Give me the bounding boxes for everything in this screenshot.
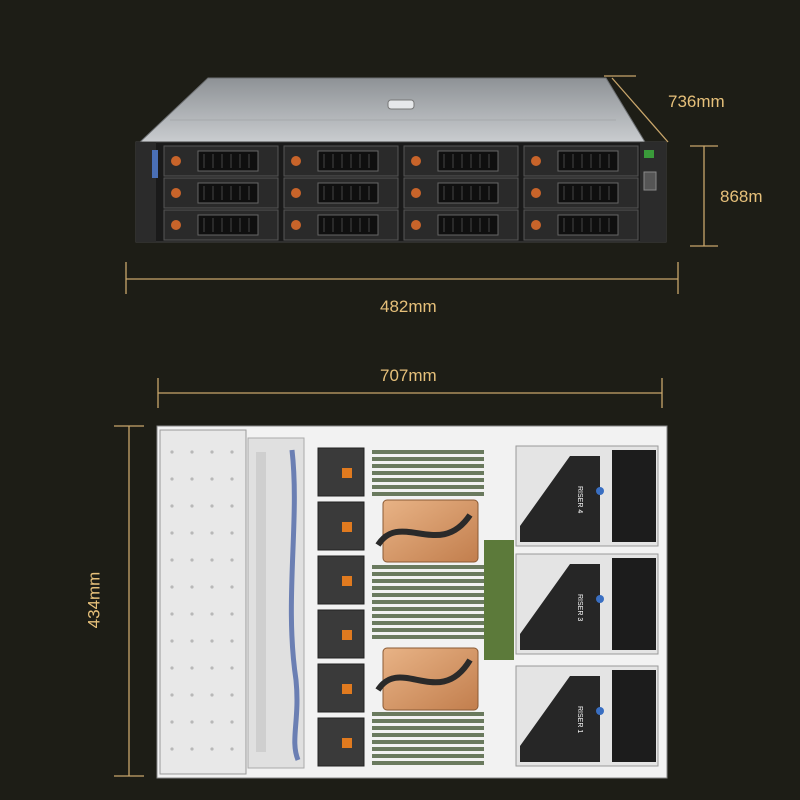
top-dimension-lines [114, 378, 663, 777]
drive-cage-vents [170, 450, 234, 751]
status-led-icon [152, 150, 158, 178]
drive-led-icon [531, 156, 541, 166]
cpu-heatsink-1 [375, 499, 479, 563]
riser-cage: RISER 4 [515, 445, 659, 547]
drive-led-icon [411, 156, 421, 166]
depth-top-label: 707mm [380, 366, 437, 385]
front-dimension-lines [125, 75, 718, 294]
riser-label: RISER 3 [576, 594, 583, 621]
drive-led-icon [171, 156, 181, 166]
drive-bay[interactable] [283, 177, 399, 209]
top-view-server: RISER 4 RISER 3 RISER 1 [156, 425, 668, 779]
drive-bay[interactable] [523, 209, 639, 241]
height-front-label: 868m [720, 187, 763, 206]
fan-module [317, 501, 365, 551]
usb-port-icon[interactable] [643, 171, 657, 191]
riser-latch-icon[interactable] [596, 487, 604, 495]
width-front-label: 482mm [380, 297, 437, 316]
fan-module [317, 555, 365, 605]
riser-cage: RISER 3 [515, 553, 659, 655]
drive-bay[interactable] [403, 177, 519, 209]
drive-led-icon [531, 220, 541, 230]
left-ear [136, 142, 156, 242]
riser-cages: RISER 4 RISER 3 RISER 1 [515, 445, 659, 767]
drive-cage [159, 429, 247, 775]
drive-bay[interactable] [283, 209, 399, 241]
riser-label: RISER 4 [576, 486, 583, 513]
right-ear [640, 142, 666, 242]
fan-module [317, 447, 365, 497]
dimm-banks [372, 450, 484, 765]
drive-bay[interactable] [283, 145, 399, 177]
drive-led-icon [531, 188, 541, 198]
fan-module [317, 609, 365, 659]
drive-bay[interactable] [163, 145, 279, 177]
drive-bay-grid [163, 145, 639, 241]
drive-led-icon [291, 188, 301, 198]
riser-latch-icon[interactable] [596, 707, 604, 715]
drive-bay[interactable] [163, 209, 279, 241]
drive-bay[interactable] [523, 177, 639, 209]
power-button-icon[interactable] [644, 150, 654, 158]
drive-led-icon [291, 156, 301, 166]
riser-cage: RISER 1 [515, 665, 659, 767]
fan-module [317, 663, 365, 713]
cpu-heatsink-2 [375, 647, 479, 711]
drive-led-icon [291, 220, 301, 230]
drive-led-icon [171, 188, 181, 198]
drive-bay[interactable] [403, 145, 519, 177]
fan-bank [317, 447, 365, 767]
drive-bay[interactable] [403, 209, 519, 241]
riser-label: RISER 1 [576, 706, 583, 733]
drive-led-icon [411, 188, 421, 198]
drive-bay[interactable] [163, 177, 279, 209]
drive-led-icon [171, 220, 181, 230]
width-top-label: 434mm [84, 571, 104, 629]
front-view-server [135, 77, 667, 243]
drive-bay[interactable] [523, 145, 639, 177]
depth-front-label: 736mm [668, 92, 725, 111]
fan-module [317, 717, 365, 767]
drive-led-icon [411, 220, 421, 230]
riser-latch-icon[interactable] [596, 595, 604, 603]
